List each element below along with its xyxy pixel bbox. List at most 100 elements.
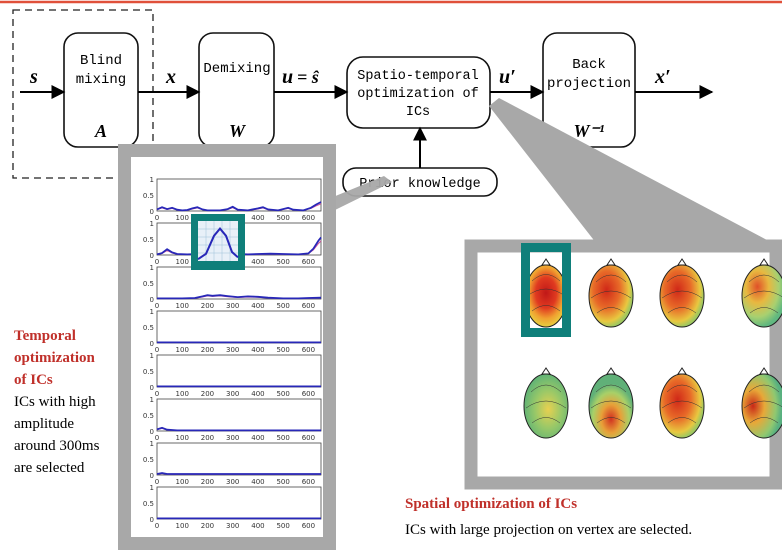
scalp-map-grid	[523, 258, 782, 439]
scalp-map-4	[741, 258, 782, 328]
backprojection-matrix-symbol: W⁻¹	[574, 121, 605, 141]
x-tick-label: 200	[201, 302, 214, 310]
x-tick-label: 500	[276, 214, 289, 222]
scalp-map-7	[659, 367, 705, 439]
y-tick-label: 0.5	[143, 236, 154, 244]
x-tick-label: 0	[155, 346, 159, 354]
ic-plot-axes-box	[156, 310, 322, 344]
output-signal-label: x′	[654, 66, 671, 88]
x-tick-label: 300	[226, 478, 239, 486]
mixing-matrix-symbol: A	[94, 121, 107, 141]
scalp-map-3	[659, 258, 705, 328]
x-tick-label: 100	[176, 302, 189, 310]
y-tick-label: 0.5	[143, 500, 154, 508]
ic-trace	[156, 472, 321, 475]
ic-plot-axes-box	[156, 266, 322, 300]
x-tick-label: 500	[276, 390, 289, 398]
y-tick-label: 1	[150, 176, 154, 184]
source-estimate-label-lhs: u	[282, 66, 293, 88]
x-tick-label: 600	[302, 478, 315, 486]
scalp-map-5	[523, 367, 569, 439]
ic-plot-axes-box	[156, 398, 322, 432]
blind-mixing-title-line1: Blind	[80, 53, 122, 69]
y-tick-label: 1	[150, 220, 154, 228]
x-tick-label: 400	[251, 522, 264, 530]
mixing-stage-boundary	[12, 9, 154, 179]
scalp-map-6	[588, 367, 634, 439]
ic-trace	[156, 201, 322, 212]
spatial-heading: Spatial optimization of ICs	[405, 496, 578, 512]
x-tick-label: 500	[276, 302, 289, 310]
x-tick-label: 600	[302, 302, 315, 310]
x-tick-label: 100	[176, 522, 189, 530]
demixing-matrix-symbol: W	[229, 121, 247, 141]
x-tick-label: 500	[276, 346, 289, 354]
x-tick-label: 400	[251, 478, 264, 486]
ic-plot-axes-box	[156, 354, 322, 388]
mixed-signal-label: x	[165, 66, 176, 88]
optimization-title-line2: optimization of	[357, 87, 479, 102]
x-tick-label: 500	[276, 258, 289, 266]
y-tick-label: 0	[150, 296, 154, 304]
optimized-source-label: u′	[499, 66, 516, 88]
x-tick-label: 0	[155, 478, 159, 486]
x-tick-label: 400	[251, 346, 264, 354]
temporal-desc-line3: around 300ms	[14, 438, 100, 454]
y-tick-label: 1	[150, 484, 154, 492]
x-tick-label: 200	[201, 390, 214, 398]
x-tick-label: 200	[201, 434, 214, 442]
x-tick-label: 400	[251, 434, 264, 442]
spatial-callout-wedge	[489, 98, 782, 248]
temporal-desc-line4: are selected	[14, 460, 85, 476]
temporal-desc-line1: ICs with high	[14, 394, 96, 410]
input-signal-label: s	[29, 66, 38, 88]
temporal-heading-line3: of ICs	[14, 372, 53, 388]
x-tick-label: 300	[226, 522, 239, 530]
selected-scalp-map-highlight	[521, 243, 571, 337]
y-tick-label: 0.5	[143, 280, 154, 288]
scalp-map-2	[588, 258, 634, 328]
y-tick-label: 0	[150, 428, 154, 436]
ic-trace	[157, 294, 322, 300]
scalp-map-8	[741, 367, 782, 439]
x-tick-label: 400	[251, 258, 264, 266]
x-tick-label: 100	[176, 214, 189, 222]
y-tick-label: 0	[150, 252, 154, 260]
x-tick-label: 600	[302, 214, 315, 222]
y-tick-label: 1	[150, 440, 154, 448]
y-tick-label: 0	[150, 516, 154, 524]
zoom-inset-grid	[198, 221, 238, 261]
x-tick-label: 100	[176, 478, 189, 486]
ic-plot-axes-box	[156, 442, 322, 476]
y-tick-label: 0	[150, 472, 154, 480]
x-tick-label: 300	[226, 390, 239, 398]
x-tick-label: 0	[155, 434, 159, 442]
x-tick-label: 0	[155, 258, 159, 266]
x-tick-label: 200	[201, 522, 214, 530]
y-tick-label: 0	[150, 340, 154, 348]
source-estimate-label-rhs: = ŝ	[297, 67, 320, 87]
y-tick-label: 0.5	[143, 368, 154, 376]
temporal-desc-line2: amplitude	[14, 416, 74, 432]
x-tick-label: 0	[155, 390, 159, 398]
x-tick-label: 100	[176, 346, 189, 354]
x-tick-label: 100	[176, 434, 189, 442]
x-tick-label: 600	[302, 346, 315, 354]
x-tick-label: 200	[201, 346, 214, 354]
ic-trace	[156, 426, 321, 432]
y-tick-label: 0	[150, 384, 154, 392]
y-tick-label: 0	[150, 208, 154, 216]
x-tick-label: 200	[201, 478, 214, 486]
x-tick-label: 400	[251, 390, 264, 398]
ic-plot-axes-box	[156, 178, 322, 212]
x-tick-label: 300	[226, 346, 239, 354]
x-tick-label: 500	[276, 434, 289, 442]
y-tick-label: 1	[150, 308, 154, 316]
spatial-description: ICs with large projection on vertex are …	[405, 522, 693, 538]
